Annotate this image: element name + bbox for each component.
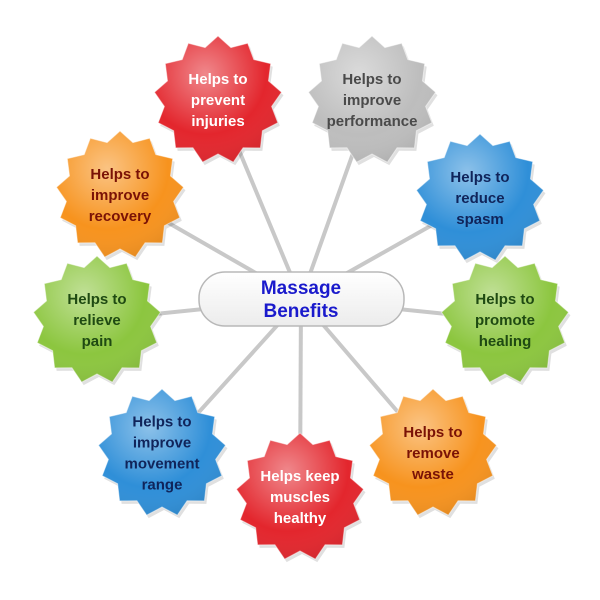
badge-text-line: relieve (73, 312, 121, 329)
badge-text-line: pain (82, 333, 113, 350)
badge-gloss (441, 256, 569, 383)
benefit-badge: Helps keep muscles healthy (235, 432, 366, 563)
badge-text-line: healing (479, 333, 532, 350)
badge-text-line: Helps to (67, 291, 126, 308)
benefit-badge: Helps to improve recovery (55, 130, 186, 261)
badge-text-line: improve (343, 92, 401, 109)
badge-text-line: Helps to (188, 71, 247, 88)
badge-text-line: performance (327, 113, 418, 130)
badge-text-line: Helps to (132, 414, 191, 431)
badge-text-line: reduce (455, 190, 504, 207)
badge-text-line: promote (475, 312, 535, 329)
badge-text-line: movement (124, 456, 199, 473)
benefit-badge: Helps to prevent injuries (153, 35, 284, 166)
benefit-badge: Helps to reduce spasm (415, 133, 546, 264)
badge-text-line: Helps to (450, 169, 509, 186)
badge-text-line: spasm (456, 211, 504, 228)
badge-text-line: Helps keep (260, 468, 339, 485)
badge-gloss (416, 134, 544, 261)
badge-text-line: waste (411, 466, 454, 483)
benefit-badge: Helps to relieve pain (32, 255, 163, 386)
badge-text-line: recovery (89, 208, 152, 225)
benefit-badge: Helps to improve movement range (97, 388, 228, 519)
center-node: Massage Benefits (198, 271, 405, 327)
badge-text-line: Helps to (475, 291, 534, 308)
badge-text-line: improve (133, 435, 191, 452)
badge-text-line: improve (91, 187, 149, 204)
badge-text-line: Helps to (403, 424, 462, 441)
badge-gloss (369, 389, 497, 516)
badge-text-line: Helps to (90, 166, 149, 183)
center-title-line: Massage (261, 278, 341, 299)
center-title-line: Benefits (264, 301, 339, 322)
center-pill (198, 271, 405, 327)
badge-text-line: range (142, 477, 183, 494)
badge-text-line: muscles (270, 489, 330, 506)
badge-text-line: prevent (191, 92, 245, 109)
badge-gloss (308, 36, 436, 163)
benefit-badge: Helps to improve performance (307, 35, 438, 166)
benefit-badge: Helps to remove waste (368, 388, 499, 519)
badge-text-line: injuries (191, 113, 244, 130)
badge-gloss (98, 389, 226, 516)
badge-gloss (56, 131, 184, 258)
benefit-badge: Helps to promote healing (440, 255, 571, 386)
badge-gloss (236, 433, 364, 560)
badge-text-line: Helps to (342, 71, 401, 88)
badge-gloss (154, 36, 282, 163)
badge-text-line: remove (406, 445, 459, 462)
badge-gloss (33, 256, 161, 383)
badge-text-line: healthy (274, 510, 327, 527)
